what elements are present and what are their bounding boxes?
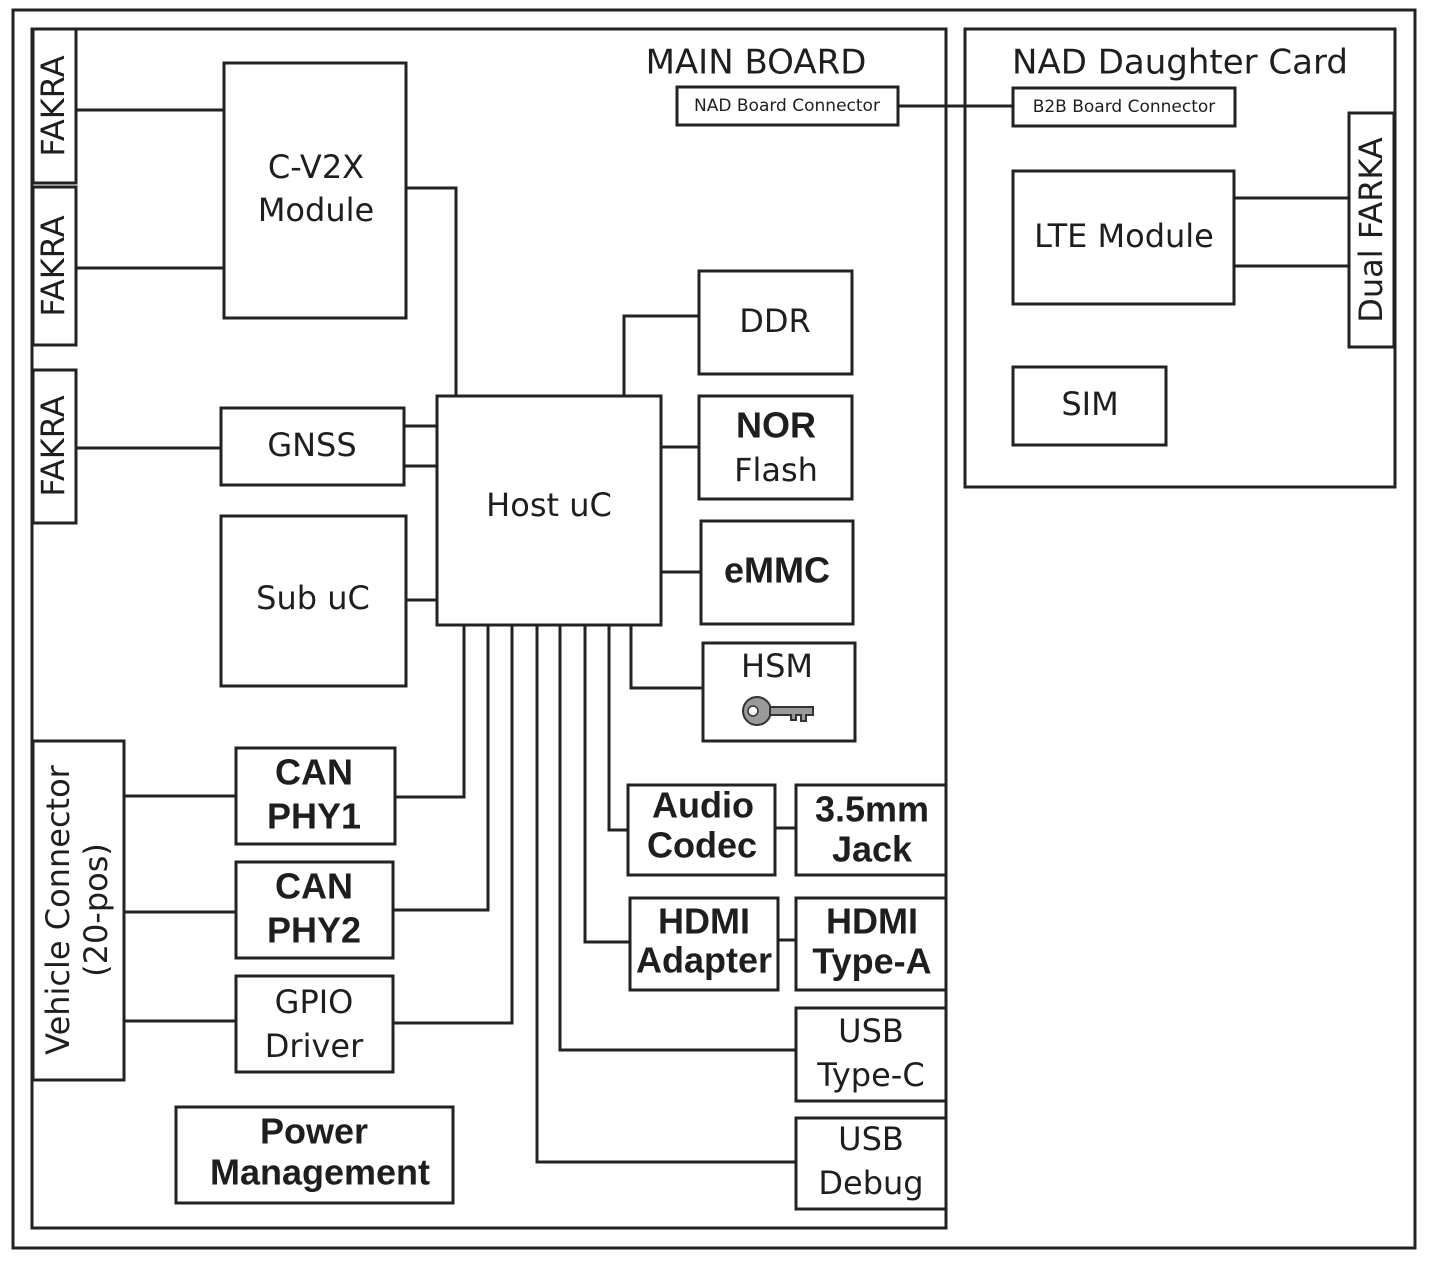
can-phy1-block <box>234 746 397 846</box>
ddr-block <box>697 269 854 376</box>
fakra-connector-2-label: FAKRA <box>34 215 72 316</box>
nor-flash-line2: Flash <box>734 451 818 489</box>
fakra-connector-1 <box>31 27 78 185</box>
gnss-block <box>219 406 406 487</box>
audio-codec-line1: Audio <box>652 785 754 826</box>
emmc-label: eMMC <box>724 550 830 591</box>
can-phy2-line1: CAN <box>275 866 353 907</box>
power-management-block <box>174 1105 455 1205</box>
fakra-connector-1-label: FAKRA <box>34 55 72 156</box>
gpio-driver-line2: Driver <box>265 1027 364 1065</box>
can-phy2-line2: PHY2 <box>267 910 361 951</box>
nad-board-connector <box>675 85 900 127</box>
can-phy2-block <box>234 860 395 960</box>
hdmi-type-a-block <box>794 896 948 992</box>
sim-label: SIM <box>1061 385 1118 423</box>
cv2x-module-line2: Module <box>258 191 374 229</box>
fakra-connector-2 <box>31 185 78 347</box>
can-phy1-line2: PHY1 <box>267 796 361 837</box>
power-management-line1: Power <box>260 1111 368 1152</box>
vehicle-connector-line2: (20-pos) <box>77 843 115 977</box>
emmc-block <box>699 519 855 626</box>
usb-type-c-block <box>794 1006 948 1103</box>
audio-jack-line2: Jack <box>832 829 913 870</box>
sub-uc-label: Sub uC <box>256 579 370 617</box>
outer-frame <box>11 8 1417 1250</box>
vehicle-connector <box>31 739 126 1082</box>
wires <box>74 104 1351 1164</box>
usb-type-c-line1: USB <box>838 1012 904 1050</box>
host-uc-block <box>435 394 663 627</box>
hdmi-type-a-line1: HDMI <box>826 901 918 942</box>
audio-jack-line1: 3.5mm <box>815 789 929 830</box>
b2b-board-connector <box>1011 86 1237 128</box>
hdmi-adapter-block <box>628 896 780 992</box>
audio-codec-block <box>626 783 777 877</box>
gpio-driver-line1: GPIO <box>275 983 354 1021</box>
vehicle-connector-line1: Vehicle Connector <box>39 764 77 1055</box>
usb-type-c-line2: Type-C <box>816 1056 924 1094</box>
can-phy1-line1: CAN <box>275 752 353 793</box>
ddr-label: DDR <box>739 302 811 340</box>
nad-card-title: NAD Daughter Card <box>1012 43 1348 83</box>
hdmi-type-a-line2: Type-A <box>812 941 931 982</box>
main-board-title: MAIN BOARD <box>646 43 867 83</box>
usb-debug-line2: Debug <box>818 1164 923 1202</box>
hsm-block <box>701 641 857 743</box>
fakra-connector-3-label: FAKRA <box>34 395 72 496</box>
cv2x-module-line1: C-V2X <box>268 148 364 186</box>
dual-farka-label: Dual FARKA <box>1352 137 1390 323</box>
usb-debug-block <box>794 1116 948 1211</box>
host-uc-label: Host uC <box>486 486 612 524</box>
hsm-label: HSM <box>741 647 813 685</box>
gnss-label: GNSS <box>267 426 356 464</box>
lte-module-label: LTE Module <box>1034 217 1214 255</box>
sim-block <box>1011 365 1168 447</box>
audio-codec-line2: Codec <box>647 825 757 866</box>
power-management-line2: Management <box>210 1152 430 1193</box>
key-icon <box>742 696 814 726</box>
hdmi-adapter-line2: Adapter <box>636 940 772 981</box>
audio-jack-block <box>794 783 948 877</box>
b2b-board-connector-label: B2B Board Connector <box>1033 97 1216 117</box>
lte-module-block <box>1011 169 1236 306</box>
usb-debug-line1: USB <box>838 1120 904 1158</box>
nor-flash-block <box>697 394 854 501</box>
gpio-driver-block <box>234 974 395 1074</box>
fakra-connector-3 <box>31 368 78 525</box>
cv2x-module <box>222 61 408 320</box>
nor-flash-line1: NOR <box>736 405 816 446</box>
hdmi-adapter-line1: HDMI <box>658 901 750 942</box>
main-board-frame <box>30 27 948 1230</box>
sub-uc-block <box>219 514 408 688</box>
nad-board-connector-label: NAD Board Connector <box>694 96 880 116</box>
dual-farka-connector <box>1347 111 1396 349</box>
